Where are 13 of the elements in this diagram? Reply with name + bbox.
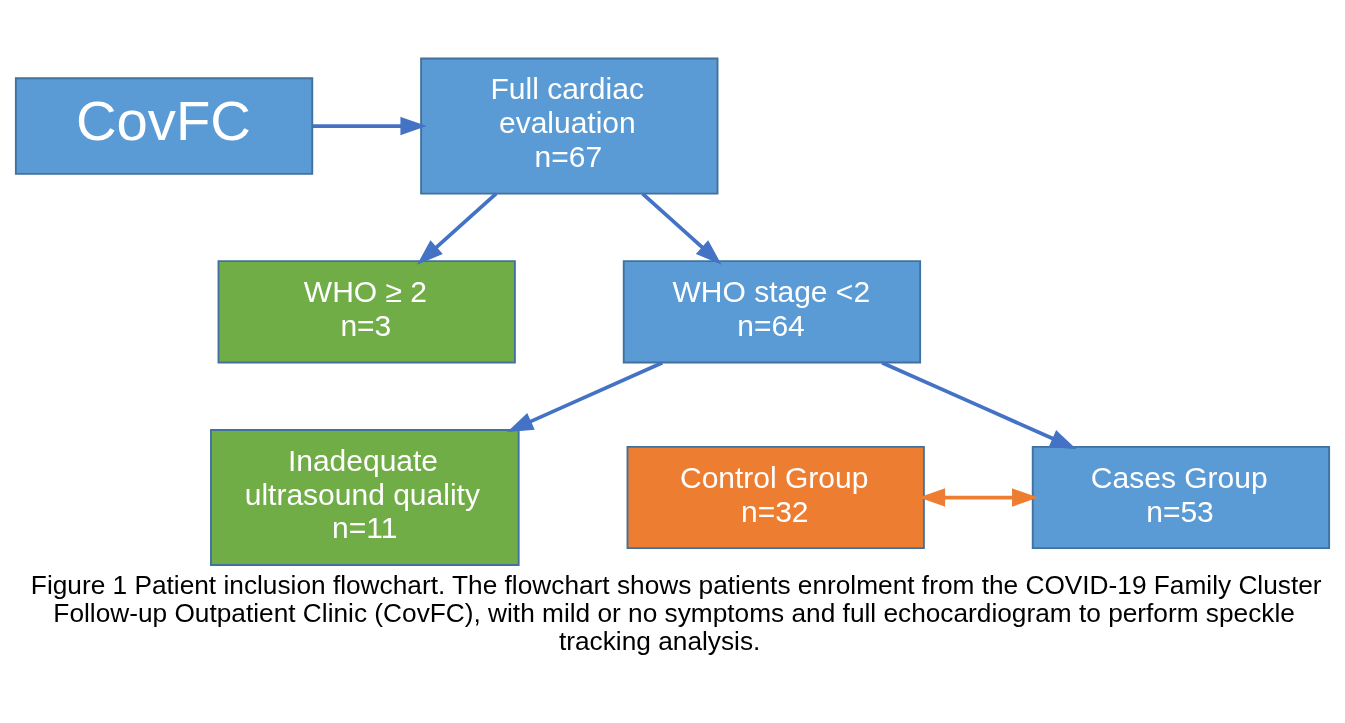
arrow bbox=[312, 116, 427, 136]
arrow bbox=[641, 192, 722, 265]
arrow bbox=[506, 360, 664, 433]
node-box: WHO ≥ 2 n=3 bbox=[217, 260, 516, 364]
node-box: Full cardiac evaluation n=67 bbox=[420, 57, 719, 195]
node-box: Inadequate ultrasound quality n=11 bbox=[210, 429, 520, 566]
node-box: Cases Group n=53 bbox=[1031, 445, 1331, 550]
node-box: WHO stage <2 n=64 bbox=[622, 260, 922, 364]
node-box: CovFC bbox=[14, 77, 314, 175]
arrow bbox=[881, 360, 1077, 450]
arrow bbox=[417, 192, 498, 265]
node-box: Control Group n=32 bbox=[626, 445, 925, 550]
caption: Figure 1 Patient inclusion flowchart. The flowchart shows patients enrolment from the COVID-19 Family Cluster Follow-up Outpatient Clinic (CovFC), with mild or no symptoms and full echocardiogram to perform speckle tracking analysis. bbox=[30, 569, 1322, 656]
